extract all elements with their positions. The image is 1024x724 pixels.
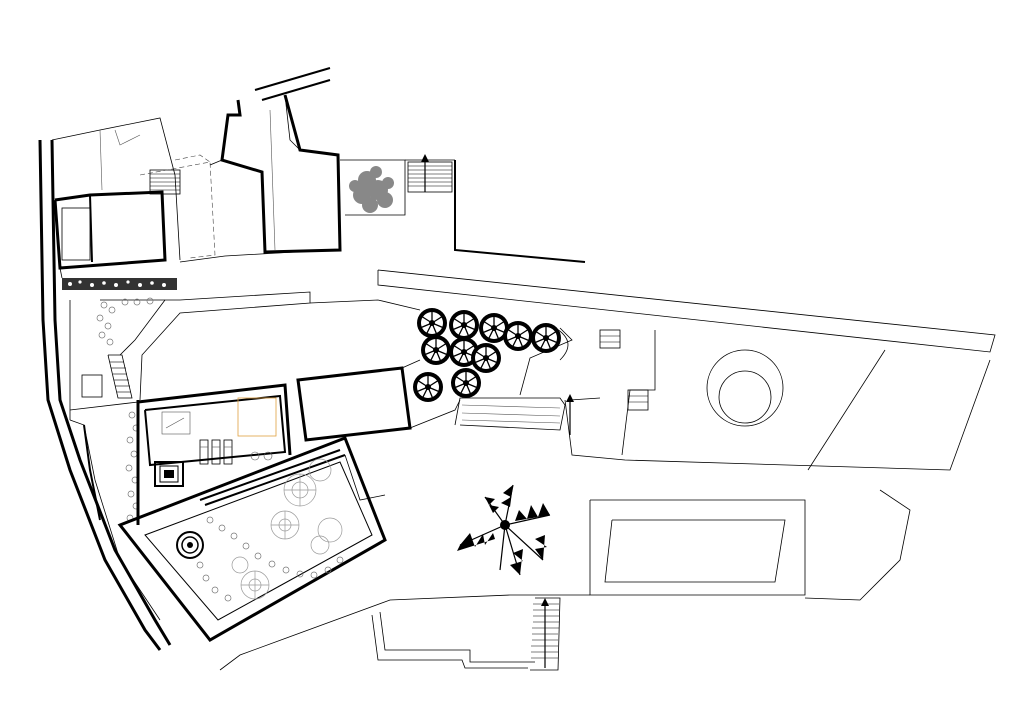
tree-canopy-icon <box>417 308 447 338</box>
planter-edge <box>549 324 569 361</box>
stair-northwest <box>149 169 181 195</box>
tree-cluster <box>413 308 569 402</box>
lounge-chairs <box>199 439 233 465</box>
pebble-path <box>96 297 154 522</box>
tree-canopy-icon <box>503 321 533 351</box>
ornamental-garden <box>117 436 387 642</box>
stair-east-small <box>599 329 649 411</box>
circular-feature <box>706 349 784 427</box>
rectangular-pavilion <box>296 359 461 442</box>
stair-north <box>407 161 453 193</box>
north-arrow-icon <box>421 154 429 192</box>
east-terraces <box>454 327 991 471</box>
palm-tree-icon <box>457 484 551 576</box>
north-courtyard <box>340 154 586 263</box>
tree-canopy-icon <box>451 368 481 398</box>
north-building <box>209 67 342 254</box>
stair-west <box>107 354 133 399</box>
tree-canopy-icon <box>449 310 479 340</box>
long-terrace-wall <box>377 269 996 353</box>
south-walls <box>219 594 590 671</box>
fountain-icon <box>176 531 204 559</box>
north-arrow-east-icon <box>566 394 574 435</box>
tree-canopy-icon <box>479 313 509 343</box>
hot-tub-terrace <box>136 383 292 525</box>
tree-canopy-icon <box>421 335 451 365</box>
tree-canopy-icon <box>471 343 501 373</box>
swimming-pool <box>589 489 911 601</box>
hot-tub-icon <box>154 461 184 487</box>
grey-shrub-icon <box>349 166 394 213</box>
tree-canopy-icon <box>531 323 561 353</box>
northwest-buildings <box>51 117 331 290</box>
tree-canopy-icon <box>413 372 443 402</box>
stone-wall-band <box>62 278 177 290</box>
north-arrow-south-icon <box>541 598 549 668</box>
west-boundary-walls <box>38 139 172 651</box>
tree-canopy-icon <box>449 337 479 367</box>
central-paths <box>69 291 421 420</box>
